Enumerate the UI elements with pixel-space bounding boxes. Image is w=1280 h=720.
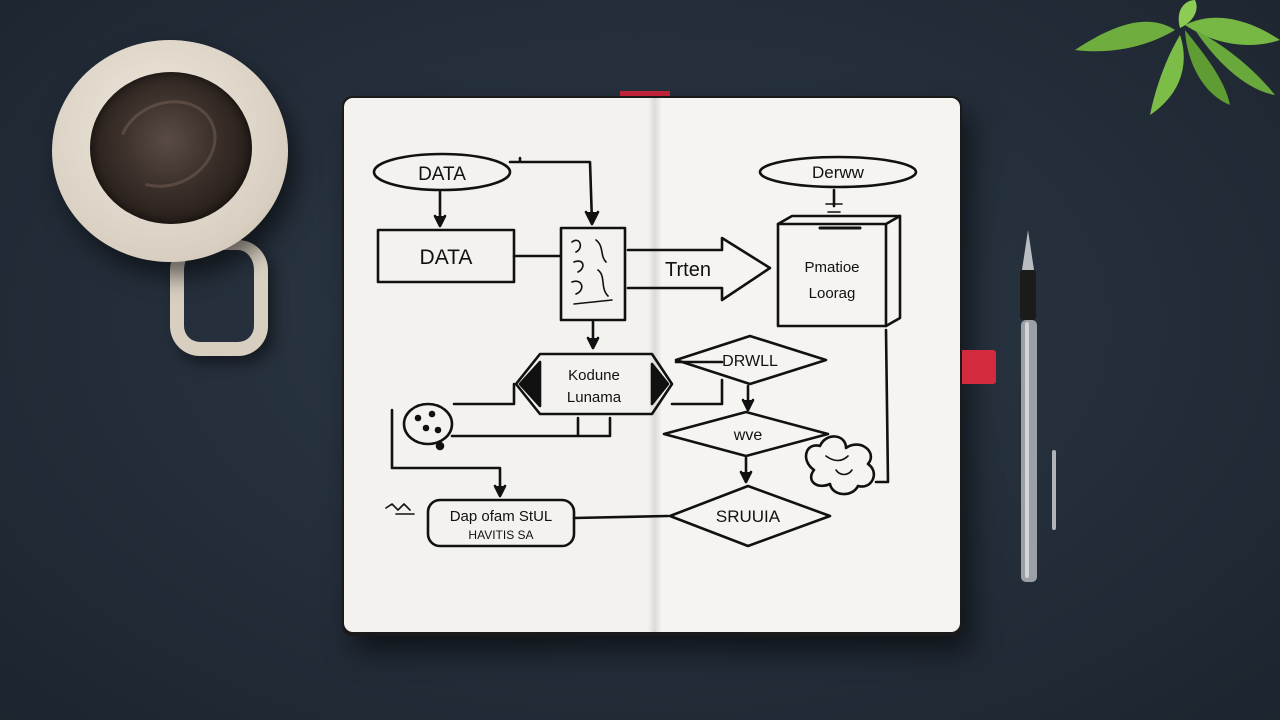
bookmark-ribbon-top [620,91,670,97]
coffee-mug [52,40,292,356]
pen-grip [1020,270,1036,320]
connector-line [452,382,516,406]
plant-leaf [1178,0,1197,28]
diamond-wve: wve [662,410,830,458]
box-label-2: Loorag [809,285,856,302]
connector-arrow [508,156,594,224]
3d-box: Pmatioe Loorag [776,214,902,328]
flower-doodle [804,435,876,496]
connector-line [572,514,670,520]
diamond3-label: SRUUIA [716,507,781,526]
hexagon-process: Kodune Lunama [514,352,674,416]
mug-cup [52,40,288,262]
arrowhead [584,210,600,226]
plant-leaf [1185,30,1230,105]
connector-line [390,408,502,496]
left-top-oval-label: DATA [418,164,466,185]
hexagon-label-2: Lunama [567,389,622,406]
hexagon-label-1: Kodune [568,367,620,384]
right-top-oval-label: Derww [812,163,865,182]
bottom-rounded-box: Dap ofam StUL HAVITIS SA [426,498,576,548]
big-arrow-trten: Trten [626,236,772,302]
diamond1-label: DRWLL [722,353,778,370]
succulent-plant [1075,0,1280,115]
hexagon-left-fill [518,360,542,408]
cookie-doodle [402,402,454,451]
vertical-process-box [559,226,627,322]
arrowhead [433,214,447,228]
left-data-rect-label: DATA [420,246,473,269]
left-top-oval: DATA [372,152,512,192]
plant-leaf [1185,17,1280,45]
diamond2-label: wve [733,427,763,444]
plant-leaf [1150,35,1184,115]
arrowhead [739,470,753,484]
bottom-box-label-1: Dap ofam StUL [450,508,553,525]
plant-leaf [1195,30,1275,95]
pen-barrel-highlight [1025,322,1029,578]
diamond-sruuia: SRUUIA [668,484,832,548]
small-doodle [385,503,415,515]
right-top-oval: Derww [758,155,918,189]
arrowhead [741,398,755,412]
scribble-text [571,239,613,305]
connector-line [874,328,890,484]
bookmark-ribbon-side [962,350,996,384]
coffee-surface [90,72,252,224]
pen-clip [1052,450,1056,530]
connector-line [670,360,724,406]
connector-line [450,416,612,438]
diamond-drwll: DRWLL [674,334,828,386]
pen-nib [1022,230,1034,270]
notebook-gutter [648,98,662,632]
fountain-pen [1020,230,1056,582]
plant-leaf [1075,21,1175,52]
hexagon-right-fill [650,362,670,406]
left-data-rect: DATA [376,228,516,284]
bottom-box-label-2: HAVITIS SA [468,528,533,542]
arrowhead [493,484,507,498]
arrowhead [586,336,600,350]
box-label-1: Pmatioe [804,259,859,276]
notebook-left-page [344,98,656,632]
big-arrow-label: Trten [665,259,711,281]
small-mark [825,203,843,213]
